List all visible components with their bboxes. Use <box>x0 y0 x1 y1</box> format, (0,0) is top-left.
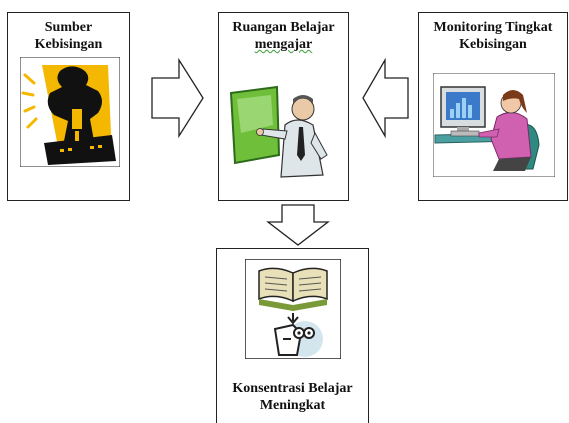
computer-user-icon <box>433 73 555 177</box>
node-title: Ruangan Belajar mengajar <box>219 19 348 53</box>
noise-source-icon <box>20 57 120 167</box>
node-konsentrasi-belajar-meningkat: Konsentrasi Belajar Meningkat <box>216 248 369 423</box>
title-line-2: Kebisingan <box>34 37 103 52</box>
teacher-blackboard-icon <box>229 85 328 178</box>
title-line-1: Monitoring Tingkat <box>433 20 553 35</box>
title-line-1: Konsentrasi Belajar <box>232 381 353 396</box>
title-line-2: Kebisingan <box>459 37 527 52</box>
title-line-1: Sumber <box>44 20 93 35</box>
title-line-2: mengajar <box>254 37 313 52</box>
node-title: Sumber Kebisingan <box>8 19 129 53</box>
node-ruangan-belajar-mengajar: Ruangan Belajar mengajar <box>218 12 349 201</box>
node-sumber-kebisingan: Sumber Kebisingan <box>7 12 130 201</box>
arrow-right <box>151 58 204 138</box>
node-title: Monitoring Tingkat Kebisingan <box>419 19 567 53</box>
arrow-down <box>266 204 330 246</box>
book-thinking-icon <box>245 259 341 359</box>
arrow-left <box>362 58 409 138</box>
title-line-2: Meningkat <box>259 398 326 413</box>
node-monitoring-tingkat-kebisingan: Monitoring Tingkat Kebisingan <box>418 12 568 201</box>
node-title: Konsentrasi Belajar Meningkat <box>217 380 368 414</box>
title-line-1: Ruangan Belajar <box>232 20 335 35</box>
